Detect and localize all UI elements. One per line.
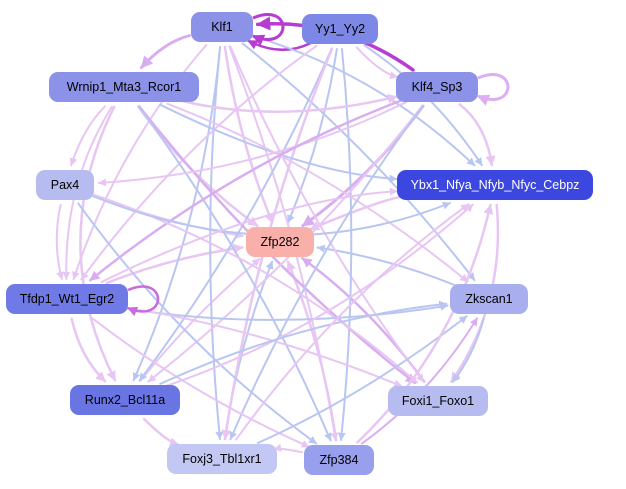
- edge-Wrnip1_Mta3_Rcor1-to-Zfp384: [137, 105, 332, 442]
- node-box[interactable]: [302, 14, 378, 44]
- edge-Zfp384-to-Foxj3_Tbl1xr1: [273, 443, 304, 454]
- edge-Klf4_Sp3-to-Ybx1_Nfya_Nfyb_Nfyc_Cebpz: [458, 103, 496, 167]
- edge-Klf1-to-Tfdp1_Wt1_Egr2: [72, 44, 208, 281]
- edge-Tfdp1_Wt1_Egr2-to-Runx2_Bcl11a: [70, 317, 107, 383]
- node-box[interactable]: [388, 386, 488, 416]
- edge-Wrnip1_Mta3_Rcor1-to-Runx2_Bcl11a: [79, 105, 117, 382]
- node-box[interactable]: [396, 72, 478, 102]
- self-loop-Klf4_Sp3: [476, 73, 510, 106]
- edge-Zfp384-to-Ybx1_Nfya_Nfyb_Nfyc_Cebpz: [356, 203, 494, 444]
- node-label: Zfp384: [320, 453, 359, 467]
- node-Zkscan1[interactable]: Zkscan1: [450, 284, 528, 314]
- node-box[interactable]: [70, 385, 180, 415]
- edge-Foxj3_Tbl1xr1-to-Zfp282: [223, 260, 274, 441]
- edge-Klf4_Sp3-to-Pax4: [97, 100, 408, 187]
- edge-Yy1_Yy2-to-Klf4_Sp3: [355, 46, 399, 80]
- edge-Klf1-to-Zfp282: [223, 45, 274, 224]
- self-loop-Klf1: [251, 13, 285, 46]
- edge-Zfp384-to-Zfp282: [286, 260, 338, 442]
- node-Runx2_Bcl11a[interactable]: Runx2_Bcl11a: [70, 385, 180, 415]
- edge-Klf4_Sp3-to-Tfdp1_Wt1_Egr2: [88, 98, 404, 282]
- edge-Zfp384-to-Zkscan1: [360, 317, 479, 445]
- edge-Klf1-to-Wrnip1_Mta3_Rcor1: [139, 34, 191, 69]
- edge-Zkscan1-to-Foxi1_Foxo1: [451, 317, 485, 383]
- edge-Foxj3_Tbl1xr1-to-Ybx1_Nfya_Nfyb_Nfyc_Cebpz: [235, 203, 470, 441]
- edge-Pax4-to-Tfdp1_Wt1_Egr2: [55, 203, 64, 281]
- node-Pax4[interactable]: Pax4: [36, 170, 94, 200]
- node-box[interactable]: [36, 170, 94, 200]
- node-label: Zkscan1: [465, 292, 512, 306]
- edge-Yy1_Yy2-to-Runx2_Bcl11a: [138, 47, 333, 382]
- node-box[interactable]: [397, 170, 593, 200]
- node-label: Pax4: [51, 178, 80, 192]
- edge-Klf1-to-Foxi1_Foxo1: [229, 45, 425, 383]
- node-Zfp282[interactable]: Zfp282: [246, 227, 314, 257]
- edge-Pax4-to-Zfp384: [77, 202, 318, 445]
- node-box[interactable]: [167, 444, 277, 474]
- node-label: Foxi1_Foxo1: [402, 394, 474, 408]
- node-box[interactable]: [246, 227, 314, 257]
- edge-Tfdp1_Wt1_Egr2-to-Zfp282: [105, 243, 244, 285]
- edge-Tfdp1_Wt1_Egr2-to-Foxi1_Foxo1: [125, 306, 403, 388]
- node-Wrnip1_Mta3_Rcor1[interactable]: Wrnip1_Mta3_Rcor1: [49, 72, 199, 102]
- node-box[interactable]: [6, 284, 128, 314]
- edge-Runx2_Bcl11a-to-Foxj3_Tbl1xr1: [142, 417, 181, 448]
- node-Yy1_Yy2[interactable]: Yy1_Yy2: [302, 14, 378, 44]
- edge-Wrnip1_Mta3_Rcor1-to-Zkscan1: [166, 102, 469, 283]
- edge-Klf1-to-Ybx1_Nfya_Nfyb_Nfyc_Cebpz: [252, 35, 476, 167]
- node-label: Yy1_Yy2: [315, 22, 365, 36]
- edge-Klf1-to-Zkscan1: [241, 42, 476, 282]
- node-Klf1[interactable]: Klf1: [191, 12, 253, 42]
- node-Klf4_Sp3[interactable]: Klf4_Sp3: [396, 72, 478, 102]
- edge-Yy1_Yy2-to-Zfp384: [337, 47, 353, 442]
- node-box[interactable]: [450, 284, 528, 314]
- edge-Tfdp1_Wt1_Egr2-to-Zfp384: [90, 316, 310, 448]
- node-Ybx1_Nfya_Nfyb_Nfyc_Cebpz[interactable]: Ybx1_Nfya_Nfyb_Nfyc_Cebpz: [397, 170, 593, 200]
- edge-Wrnip1_Mta3_Rcor1-to-Klf4_Sp3: [180, 93, 398, 113]
- node-label: Wrnip1_Mta3_Rcor1: [67, 80, 181, 94]
- node-label: Runx2_Bcl11a: [85, 393, 165, 407]
- node-label: Ybx1_Nfya_Nfyb_Nfyc_Cebpz: [411, 178, 580, 192]
- node-label: Klf1: [211, 20, 233, 34]
- node-Tfdp1_Wt1_Egr2[interactable]: Tfdp1_Wt1_Egr2: [6, 284, 128, 314]
- node-box[interactable]: [49, 72, 199, 102]
- node-Zfp384[interactable]: Zfp384: [304, 445, 374, 475]
- edge-Runx2_Bcl11a-to-Zkscan1: [159, 300, 448, 385]
- edge-Zkscan1-to-Zfp282: [316, 244, 458, 287]
- node-Foxi1_Foxo1[interactable]: Foxi1_Foxo1: [388, 386, 488, 416]
- self-loop-Tfdp1_Wt1_Egr2: [127, 285, 160, 317]
- node-box[interactable]: [304, 445, 374, 475]
- node-label: Tfdp1_Wt1_Egr2: [20, 292, 115, 306]
- edge-Klf1-to-Runx2_Bcl11a: [132, 45, 222, 382]
- edge-Runx2_Bcl11a-to-Ybx1_Nfya_Nfyb_Nfyc_Cebpz: [165, 203, 474, 387]
- node-Foxj3_Tbl1xr1[interactable]: Foxj3_Tbl1xr1: [167, 444, 277, 474]
- edge-Wrnip1_Mta3_Rcor1-to-Pax4: [69, 105, 106, 167]
- node-box[interactable]: [191, 12, 253, 42]
- edge-Tfdp1_Wt1_Egr2-to-Ybx1_Nfya_Nfyb_Nfyc_Cebpz: [100, 187, 399, 283]
- node-label: Klf4_Sp3: [412, 80, 463, 94]
- node-label: Foxj3_Tbl1xr1: [182, 452, 261, 466]
- node-label: Zfp282: [261, 235, 300, 249]
